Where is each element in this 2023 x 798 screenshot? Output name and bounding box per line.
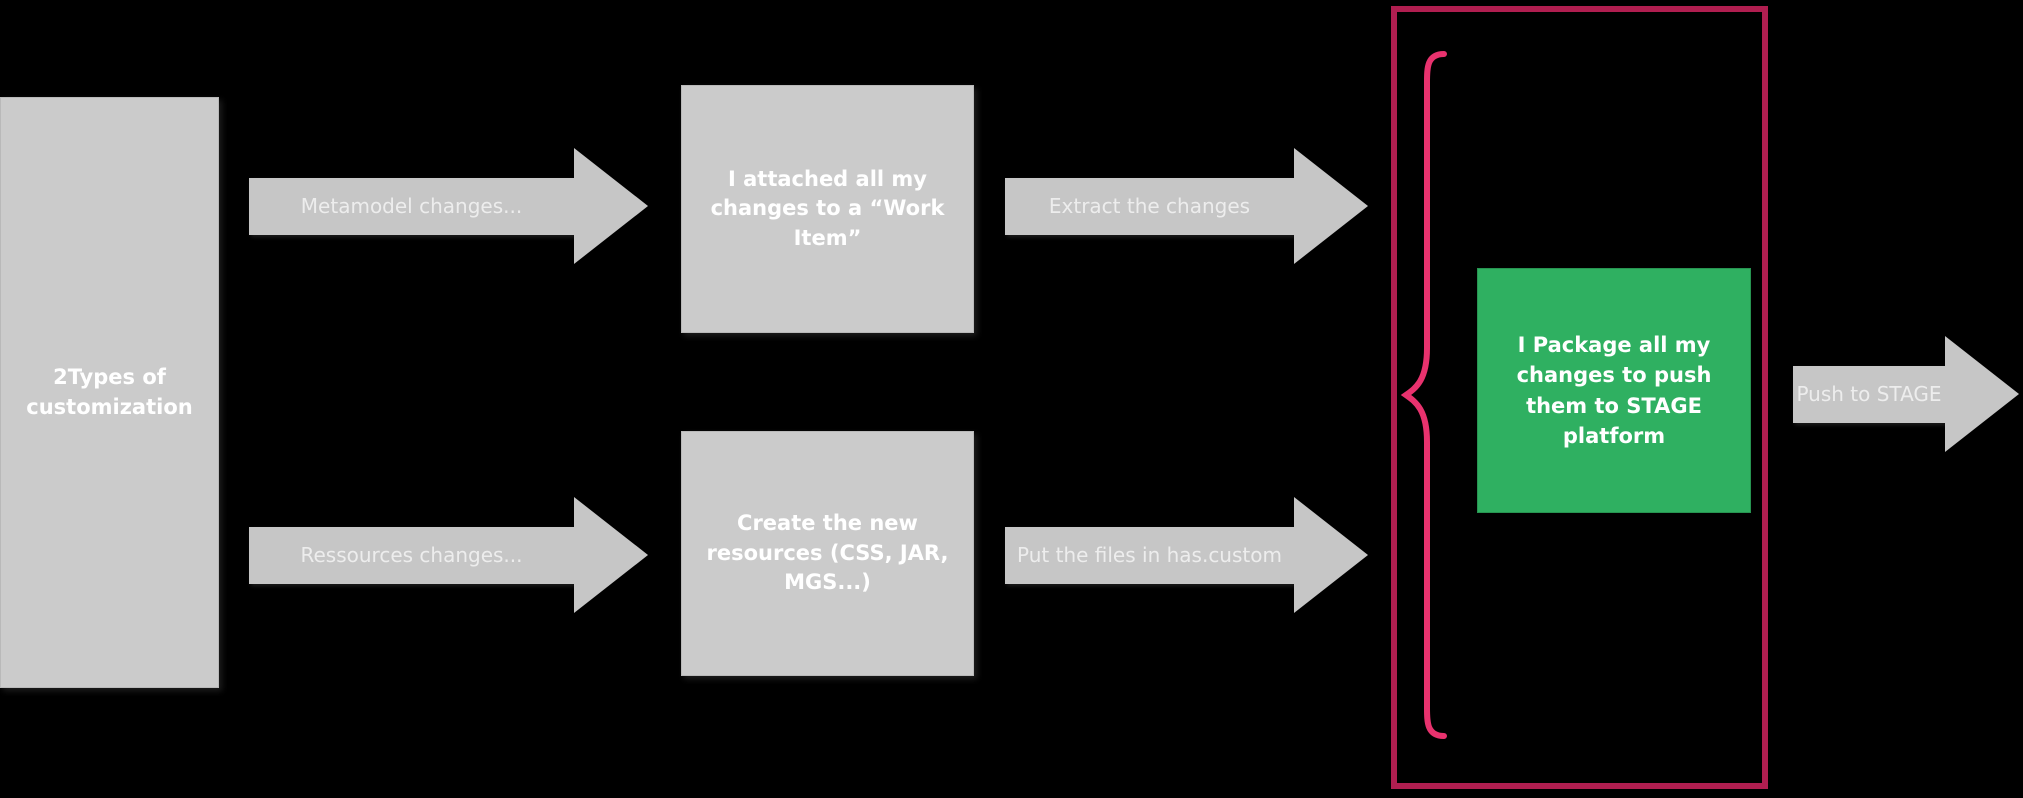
arrow-put-files-label: Put the files in has.custom bbox=[1017, 543, 1282, 567]
arrow-metamodel-changes: Metamodel changes... bbox=[249, 148, 648, 264]
arrow-extract-label: Extract the changes bbox=[1048, 194, 1251, 218]
arrow-ressources-label: Ressources changes... bbox=[300, 543, 523, 567]
package-box: I Package all my changes to push them to… bbox=[1477, 268, 1751, 513]
arrow-ressources-changes: Ressources changes... bbox=[249, 497, 648, 613]
work-item-box: I attached all my changes to a “Work Ite… bbox=[681, 85, 974, 333]
highlight-frame bbox=[1391, 6, 1768, 789]
arrow-metamodel-body: Metamodel changes... bbox=[249, 177, 574, 235]
source-box: 2Types of customization bbox=[0, 97, 219, 688]
curly-brace-icon bbox=[1400, 51, 1447, 739]
arrow-ressources-body: Ressources changes... bbox=[249, 526, 574, 584]
arrow-put-files-body: Put the files in has.custom bbox=[1005, 526, 1294, 584]
arrow-put-files: Put the files in has.custom bbox=[1005, 497, 1368, 613]
create-resources-box: Create the new resources (CSS, JAR, MGS.… bbox=[681, 431, 974, 676]
arrow-push-label: Push to STAGE bbox=[1796, 382, 1942, 406]
source-box-label: 2Types of customization bbox=[26, 365, 193, 419]
work-item-box-label: I attached all my changes to a “Work Ite… bbox=[710, 166, 945, 250]
arrow-push-body: Push to STAGE bbox=[1793, 365, 1945, 423]
arrow-extract-changes: Extract the changes bbox=[1005, 148, 1368, 264]
arrow-right-icon bbox=[1945, 336, 2019, 452]
create-resources-box-label: Create the new resources (CSS, JAR, MGS.… bbox=[706, 511, 949, 595]
package-box-label: I Package all my changes to push them to… bbox=[1516, 332, 1712, 448]
arrow-right-icon bbox=[1294, 497, 1368, 613]
arrow-right-icon bbox=[1294, 148, 1368, 264]
arrow-right-icon bbox=[574, 497, 648, 613]
arrow-extract-body: Extract the changes bbox=[1005, 177, 1294, 235]
arrow-push-to-stage: Push to STAGE bbox=[1793, 336, 2019, 452]
arrow-metamodel-label: Metamodel changes... bbox=[300, 194, 523, 218]
arrow-right-icon bbox=[574, 148, 648, 264]
